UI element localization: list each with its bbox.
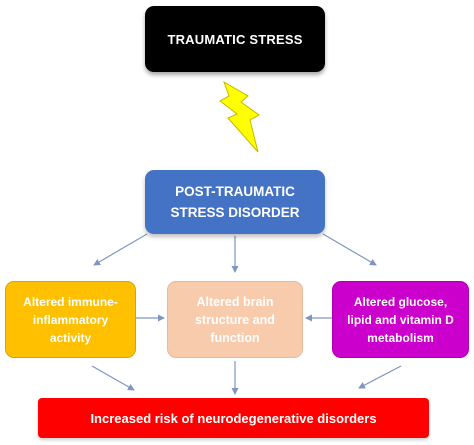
- immune-inflammatory-label: Altered immune-inflammatory activity: [23, 294, 118, 345]
- arrow-ptsd-to-glucose: [322, 233, 377, 266]
- arrow-glucose-to-risk: [358, 365, 402, 389]
- ptsd-label: POST-TRAUMATIC STRESS DISORDER: [170, 184, 300, 220]
- metabolism-label: Altered glucose, lipid and vitamin D met…: [347, 294, 454, 345]
- traumatic-stress-box: TRAUMATIC STRESS: [145, 6, 325, 72]
- arrow-ptsd-to-immune: [93, 233, 148, 266]
- immune-inflammatory-box: Altered immune-inflammatory activity: [5, 281, 136, 358]
- brain-structure-box: Altered brain structure and function: [167, 281, 303, 358]
- lightning-bolt-icon: [219, 80, 260, 153]
- traumatic-stress-label: TRAUMATIC STRESS: [167, 31, 303, 47]
- neurodegenerative-risk-box: Increased risk of neurodegenerative diso…: [38, 398, 429, 438]
- neurodegenerative-risk-label: Increased risk of neurodegenerative diso…: [90, 410, 377, 426]
- brain-structure-label: Altered brain structure and function: [195, 294, 275, 345]
- ptsd-box: POST-TRAUMATIC STRESS DISORDER: [145, 170, 325, 234]
- metabolism-box: Altered glucose, lipid and vitamin D met…: [332, 281, 469, 358]
- arrow-immune-to-risk: [91, 365, 135, 391]
